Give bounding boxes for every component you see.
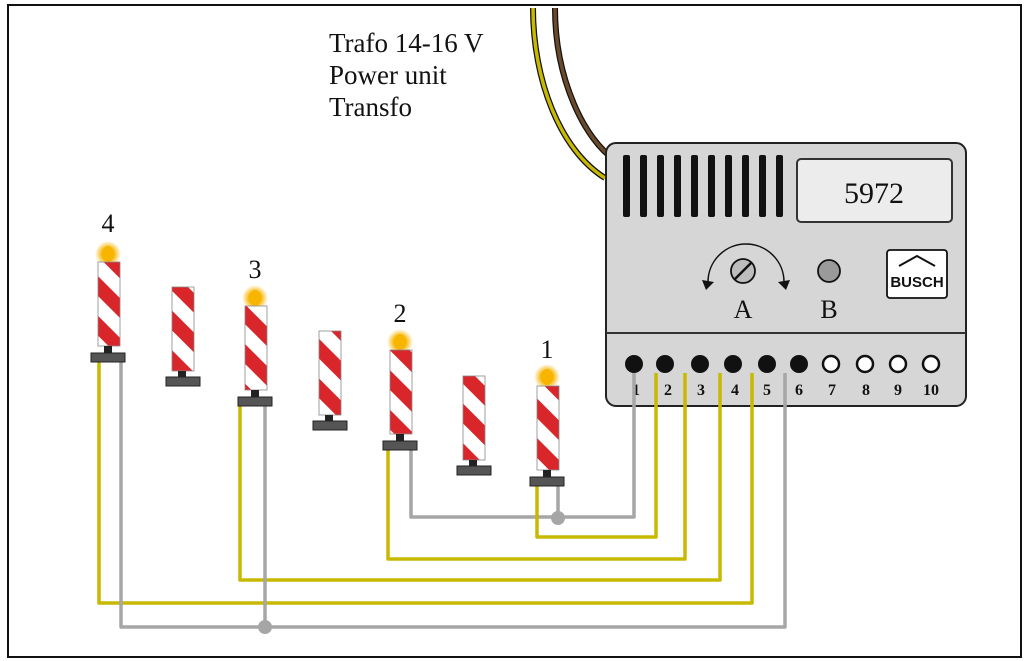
wiring bbox=[97, 360, 787, 634]
vent-slots bbox=[623, 155, 783, 217]
lamp-icon bbox=[394, 334, 406, 350]
terminal-label-9: 9 bbox=[894, 382, 902, 399]
wire-terminal-3 bbox=[386, 373, 687, 561]
potentiometer-label: A bbox=[734, 295, 753, 324]
beacon-numbers: 4 3 2 1 bbox=[102, 209, 554, 364]
terminal-label-6: 6 bbox=[795, 382, 803, 399]
terminal-label-1: 1 bbox=[632, 382, 640, 399]
lamp-icon bbox=[249, 290, 261, 306]
wire-terminal-2 bbox=[535, 373, 658, 539]
wire-terminal-1 bbox=[409, 373, 636, 519]
terminal-5[interactable] bbox=[758, 355, 776, 373]
beacon-3 bbox=[237, 285, 273, 407]
control-unit: 5972 A B BUSCH bbox=[605, 142, 967, 407]
barrier-post bbox=[456, 375, 492, 476]
beacon-4 bbox=[90, 241, 126, 363]
button-b[interactable] bbox=[817, 259, 841, 283]
terminal-strip bbox=[625, 354, 941, 374]
wire-terminal-5 bbox=[97, 360, 754, 605]
terminal-label-5: 5 bbox=[763, 382, 771, 399]
beacon-number-2: 2 bbox=[394, 299, 407, 328]
supply-label-line1: Trafo 14-16 V bbox=[329, 28, 484, 58]
terminal-7[interactable] bbox=[821, 354, 841, 374]
terminal-labels: 1 2 3 4 5 6 7 8 9 10 bbox=[632, 382, 939, 399]
supply-label-line3: Transfo bbox=[329, 92, 412, 122]
terminal-9[interactable] bbox=[888, 354, 908, 374]
supply-label-line2: Power unit bbox=[329, 60, 447, 90]
terminal-label-10: 10 bbox=[923, 382, 939, 399]
beacon-1 bbox=[529, 364, 565, 487]
terminal-3[interactable] bbox=[691, 355, 709, 373]
terminal-label-8: 8 bbox=[862, 382, 870, 399]
wire-terminal-6 bbox=[119, 360, 787, 629]
busch-logo: BUSCH bbox=[886, 249, 948, 299]
button-label: B bbox=[820, 295, 837, 324]
supply-label: Trafo 14-16 V Power unit Transfo bbox=[329, 28, 484, 122]
terminal-label-2: 2 bbox=[664, 382, 672, 399]
model-display bbox=[796, 158, 953, 223]
beacon-2 bbox=[382, 329, 418, 451]
junction-2 bbox=[258, 620, 272, 634]
barrier-post bbox=[312, 330, 348, 431]
junction-1 bbox=[551, 511, 565, 525]
terminal-label-3: 3 bbox=[697, 382, 705, 399]
lamp-icon bbox=[102, 246, 114, 262]
supply-cable bbox=[530, 7, 617, 181]
model-number: 5972 bbox=[844, 177, 904, 210]
terminal-10[interactable] bbox=[921, 354, 941, 374]
terminal-1[interactable] bbox=[625, 355, 643, 373]
potentiometer-a[interactable] bbox=[702, 243, 790, 290]
terminal-4[interactable] bbox=[724, 355, 742, 373]
lamp-icon bbox=[541, 369, 553, 385]
logo-text: BUSCH bbox=[890, 274, 943, 291]
beacon-number-1: 1 bbox=[541, 335, 554, 364]
barrier-post bbox=[165, 286, 201, 387]
terminal-2[interactable] bbox=[656, 355, 674, 373]
beacon-number-3: 3 bbox=[249, 255, 262, 284]
wire-terminal-4 bbox=[238, 373, 722, 582]
terminal-8[interactable] bbox=[855, 354, 875, 374]
terminal-label-7: 7 bbox=[828, 382, 836, 399]
beacon-number-4: 4 bbox=[102, 209, 115, 238]
terminal-label-4: 4 bbox=[731, 382, 739, 399]
terminal-6[interactable] bbox=[790, 355, 808, 373]
